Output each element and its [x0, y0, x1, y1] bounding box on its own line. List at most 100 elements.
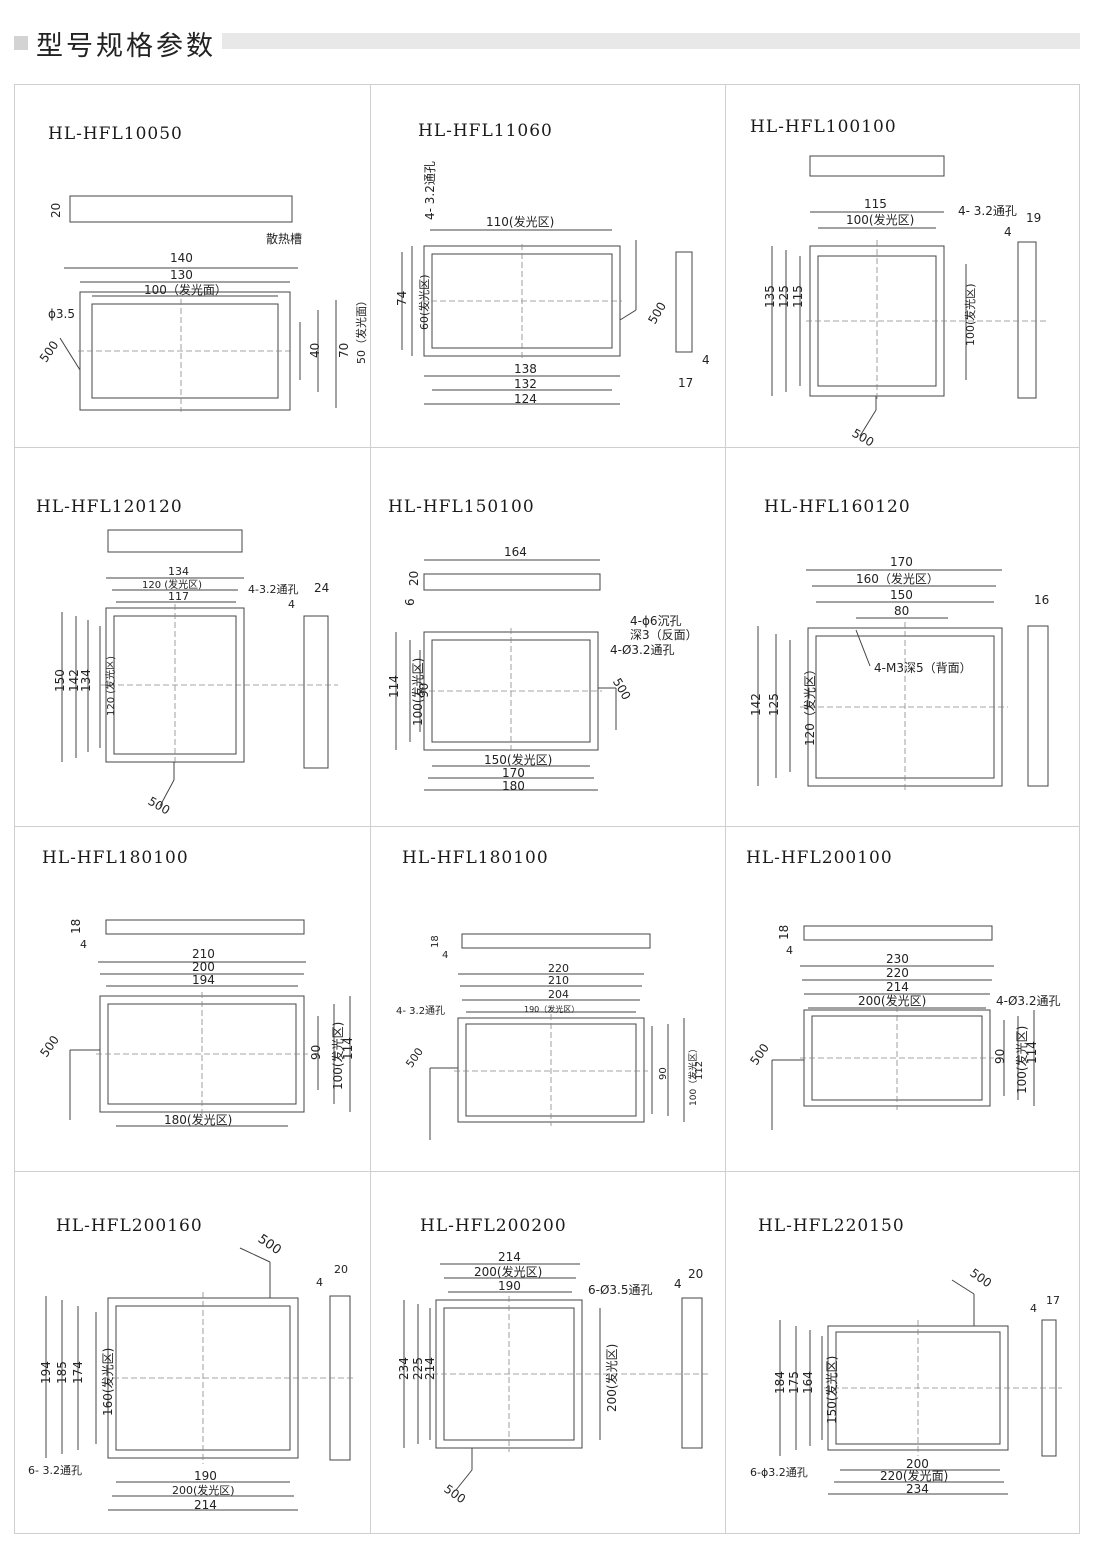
- dim-h-emit: 100(发光区): [410, 658, 425, 726]
- top-profile: [809, 155, 945, 177]
- model-name: HL-HFL100100: [750, 117, 897, 137]
- dim-w1: 190: [194, 1469, 217, 1483]
- dim-w-emit: 220(发光面): [880, 1468, 948, 1483]
- dim-t2: 20: [334, 1263, 348, 1276]
- dim-h1: 184: [773, 1371, 787, 1394]
- dim-w-emit: 200(发光区): [172, 1483, 235, 1497]
- dim-holes1b: 深3（反面）: [630, 628, 698, 642]
- dim-w1: 210: [192, 947, 215, 961]
- dim-h3: 214: [423, 1357, 437, 1380]
- dim-w1: 134: [168, 565, 189, 578]
- grid-divider: [1079, 85, 1080, 1533]
- dim-h-outer: 112: [694, 1061, 705, 1080]
- dim-h3: 164: [801, 1371, 815, 1394]
- spec-grid: [14, 84, 1080, 1534]
- dim-t1: 19: [1026, 211, 1041, 225]
- dim-t: 16: [1034, 593, 1049, 607]
- dim-w-emit: 100(发光区): [846, 212, 914, 227]
- dim-h3: 90: [309, 1045, 323, 1060]
- dim-t2: 20: [688, 1267, 703, 1281]
- model-name: HL-HFL220150: [758, 1216, 905, 1236]
- dim-w3: 180: [502, 779, 525, 793]
- grid-divider: [14, 826, 1080, 827]
- side-profile: [1017, 241, 1037, 399]
- dim-holes: 6- 3.2通孔: [28, 1464, 82, 1477]
- dim-t2: 4: [1004, 225, 1012, 239]
- dim-h2: 142: [67, 669, 81, 692]
- dim-h-outer: 74: [395, 291, 409, 306]
- dim-h-outer: 114: [1025, 1041, 1039, 1064]
- dim-h1: 18: [430, 935, 441, 948]
- dim-holes: 4-Ø3.2通孔: [996, 994, 1061, 1008]
- dim-holes: 6-Ø3.5通孔: [588, 1283, 653, 1297]
- dim-w-emit: 120 (发光区): [142, 578, 202, 591]
- dim-t1: 4: [674, 1277, 682, 1291]
- side-profile: [303, 615, 329, 769]
- dim-h: 20: [49, 203, 63, 218]
- model-name: HL-HFL180100: [42, 848, 189, 868]
- dim-t2: 4: [288, 598, 295, 611]
- dim-cable: 500: [967, 1266, 994, 1291]
- dim-h-inner: 40: [308, 343, 322, 358]
- grid-divider: [725, 85, 726, 1533]
- side-profile: [675, 251, 693, 353]
- dim-h-emit: 120（发光区）: [802, 663, 817, 746]
- dim-w1: 138: [514, 362, 537, 376]
- side-profile: [69, 195, 293, 223]
- dim-h2: 225: [411, 1357, 425, 1380]
- dim-w1: 214: [498, 1250, 521, 1264]
- dim-w-emit: 180(发光区): [164, 1112, 232, 1127]
- model-name: HL-HFL200200: [420, 1216, 567, 1236]
- dim-h2: 185: [55, 1361, 69, 1384]
- dim-w2: 170: [502, 766, 525, 780]
- dim-w2: 214: [194, 1498, 217, 1512]
- model-name: HL-HFL200100: [746, 848, 893, 868]
- dim-holes1: 4-ϕ6沉孔: [630, 614, 682, 628]
- dim-w2: 117: [168, 590, 189, 603]
- dim-t1: 4: [316, 1276, 323, 1289]
- dim-h3: 134: [79, 669, 93, 692]
- dim-holes: 4-M3深5（背面）: [874, 661, 972, 675]
- dim-w1: 230: [886, 952, 909, 966]
- model-name: HL-HFL200160: [56, 1216, 203, 1236]
- dim-w-emit: 190（发光区）: [524, 1004, 579, 1014]
- dim-h1: 234: [397, 1357, 411, 1380]
- dim-holes: 4- 3.2通孔: [423, 161, 437, 220]
- dim-h-emit: 100(发光区): [1014, 1026, 1029, 1094]
- dim-h-emit: 60(发光区): [417, 274, 431, 330]
- dim-w-emit: 160（发光区）: [856, 571, 939, 586]
- dim-w1: 170: [890, 555, 913, 569]
- header-bar: [222, 33, 1080, 49]
- dim-h-inner: 90: [417, 683, 431, 698]
- dim-h2: 125: [777, 285, 791, 308]
- dim-h1: 135: [763, 285, 777, 308]
- grid-divider: [14, 447, 1080, 448]
- dim-w-top: 164: [504, 545, 527, 559]
- model-name: HL-HFL120120: [36, 497, 183, 517]
- dim-holes: 4- 3.2通孔: [396, 1005, 445, 1017]
- dim-w-emit: 200(发光区): [858, 993, 926, 1008]
- dim-w-emit: 200(发光区): [474, 1264, 542, 1279]
- dim-h3: 115: [791, 285, 805, 308]
- grid-divider: [14, 85, 15, 1533]
- dim-w2: 200: [192, 960, 215, 974]
- dim-h2: 4: [80, 938, 87, 951]
- grid-divider: [370, 85, 371, 1533]
- dim-w2: 150: [890, 588, 913, 602]
- dim-h-outer: 114: [341, 1037, 355, 1060]
- dim-h1: 18: [69, 919, 83, 934]
- dim-h-emit: 200(发光区): [604, 1344, 619, 1412]
- dim-t1: 4: [1030, 1302, 1037, 1315]
- dim-h1: 18: [777, 925, 791, 940]
- dim-t1: 24: [314, 581, 329, 595]
- label-groove: 散热槽: [266, 231, 302, 246]
- dim-h3: 174: [71, 1361, 85, 1384]
